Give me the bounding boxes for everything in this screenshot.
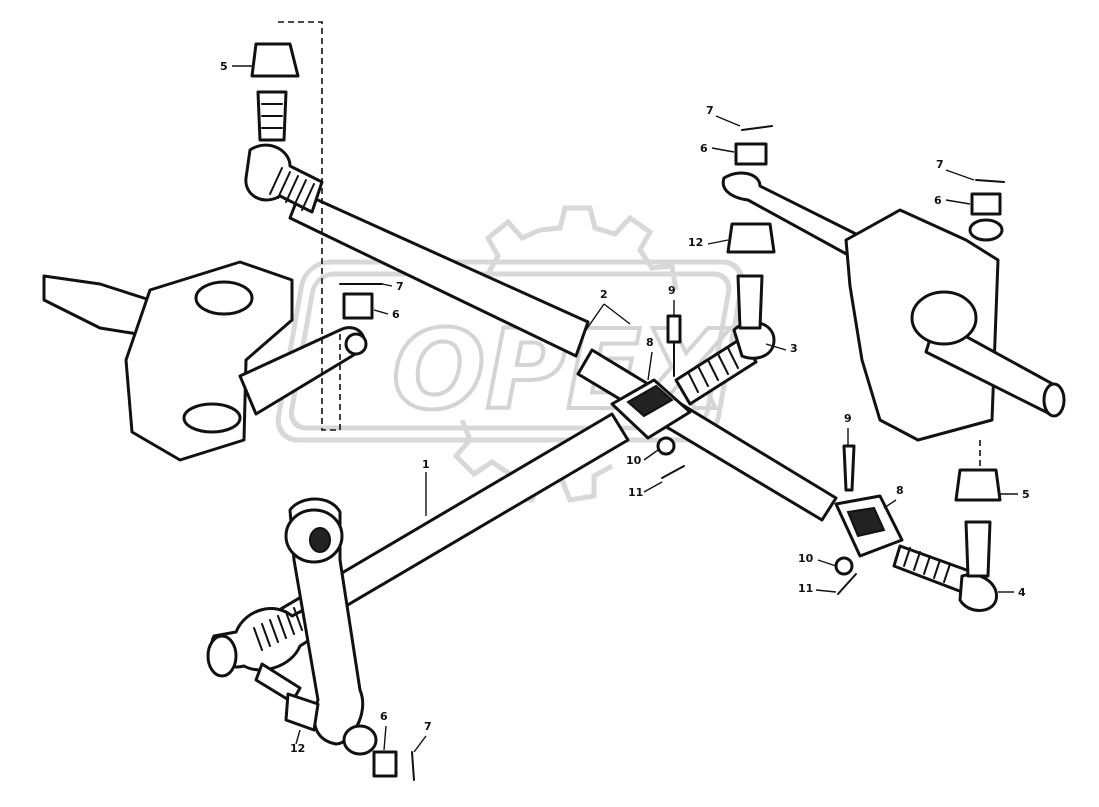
callout-leader-c6b bbox=[711, 147, 735, 153]
callout-leader-c7b bbox=[715, 115, 741, 127]
callout-label-c12b: 12 bbox=[290, 742, 305, 755]
nut-10-center bbox=[656, 436, 676, 456]
callout-leader-c3 bbox=[765, 343, 787, 351]
callout-label-c8b: 8 bbox=[896, 484, 904, 497]
nut-10-right bbox=[834, 556, 854, 576]
callout-leader-c10b bbox=[817, 559, 837, 567]
nut-6-top bbox=[734, 142, 768, 166]
callout-leader-c7a bbox=[381, 283, 393, 287]
callout-label-c7c: 7 bbox=[936, 158, 944, 171]
callout-label-c4: 4 bbox=[1018, 586, 1026, 599]
callout-label-c7d: 7 bbox=[424, 720, 432, 733]
tie-rod-end-right-upper bbox=[674, 222, 776, 406]
right-steering-knuckle bbox=[721, 171, 1066, 442]
drag-link-thread bbox=[253, 607, 303, 651]
callout-leader-c10a bbox=[643, 449, 659, 461]
callout-label-c3: 3 bbox=[790, 342, 798, 355]
callout-leader-c6d bbox=[383, 725, 387, 751]
callout-leader-c8b bbox=[883, 499, 897, 509]
callout-leader-c12b bbox=[295, 729, 301, 745]
callout-leader-c6a bbox=[373, 309, 389, 315]
callout-label-c6b: 6 bbox=[700, 142, 708, 155]
boot-12-bottom bbox=[284, 692, 320, 732]
callout-leader-c7d bbox=[413, 735, 427, 753]
callout-leader-c11b bbox=[815, 589, 837, 593]
drag-link bbox=[206, 412, 630, 704]
callout-label-c6a: 6 bbox=[392, 308, 400, 321]
callout-leader-c7c bbox=[945, 169, 975, 181]
small-parts bbox=[250, 42, 1005, 781]
center-clamp bbox=[610, 314, 692, 479]
callout-label-c5a: 5 bbox=[220, 60, 228, 73]
pin-7-top bbox=[741, 125, 773, 131]
callout-label-c10b: 10 bbox=[798, 552, 814, 565]
callout-label-c1: 1 bbox=[422, 458, 430, 471]
callout-leader-c11a bbox=[643, 481, 663, 493]
left-steering-knuckle bbox=[42, 260, 368, 462]
callout-label-c11a: 11 bbox=[628, 486, 643, 499]
pin-7-bottom bbox=[411, 751, 415, 781]
callout-label-c9a: 9 bbox=[668, 284, 676, 297]
callout-leader-c6c bbox=[945, 199, 971, 205]
callout-label-c9b: 9 bbox=[844, 412, 852, 425]
assembly-lines bbox=[278, 21, 981, 470]
callout-label-c2: 2 bbox=[600, 288, 608, 301]
callout-label-c6c: 6 bbox=[934, 194, 942, 207]
nut-6-right bbox=[970, 192, 1002, 216]
nut-6-left bbox=[342, 292, 374, 320]
callout-label-c5b: 5 bbox=[1022, 488, 1030, 501]
nut-6-bottom bbox=[372, 750, 398, 778]
callout-leader-c8a bbox=[647, 351, 653, 381]
bolt-9-center bbox=[666, 314, 682, 344]
bolt-9-right bbox=[842, 444, 856, 492]
callout-label-c11b: 11 bbox=[798, 582, 813, 595]
callout-label-c12a: 12 bbox=[688, 236, 703, 249]
callout-label-c7b: 7 bbox=[706, 104, 714, 117]
callout-label-c10a: 10 bbox=[626, 454, 642, 467]
callout-leader-c2 bbox=[585, 303, 605, 331]
callout-label-c6d: 6 bbox=[380, 710, 388, 723]
tie-rod-thread bbox=[269, 167, 315, 211]
callout-label-c8a: 8 bbox=[646, 336, 654, 349]
callout-leader-c12a bbox=[707, 239, 729, 245]
callout-leader-c2 bbox=[603, 303, 631, 325]
tie-rod-end-right-lower bbox=[834, 444, 1002, 612]
boot-5-top bbox=[250, 42, 300, 78]
pin-7-right bbox=[975, 179, 1005, 183]
callout-label-c7a: 7 bbox=[396, 280, 404, 293]
